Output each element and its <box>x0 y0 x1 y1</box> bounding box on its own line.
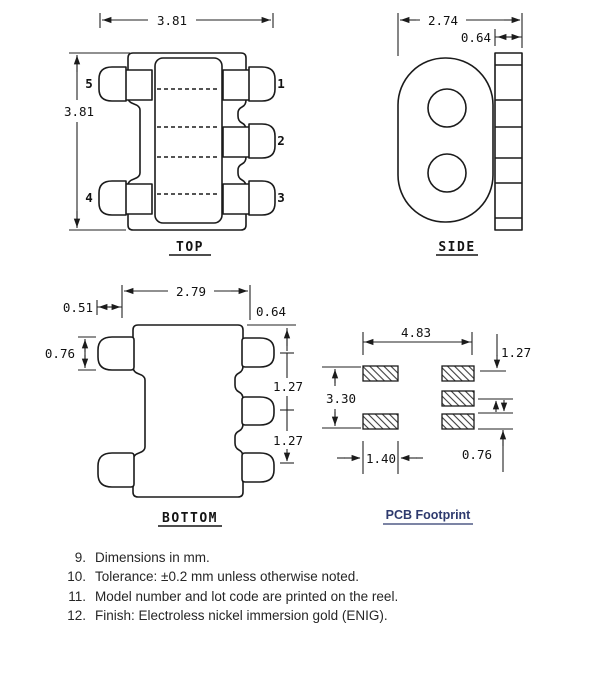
top-height-dimension <box>69 52 130 231</box>
note-item: 9. Dimensions in mm. <box>64 548 544 567</box>
note-item: 10. Tolerance: ±0.2 mm unless otherwise … <box>64 567 544 586</box>
footprint-pad-height-dim-text: 0.76 <box>462 447 492 462</box>
bottom-body-outline <box>132 324 244 498</box>
bottom-width-dimension <box>121 285 251 320</box>
footprint-pad-width-dim-text: 1.40 <box>366 451 396 466</box>
note-text: Model number and lot code are printed on… <box>95 588 399 604</box>
bottom-pad-length-dimension <box>78 336 96 371</box>
note-item: 11. Model number and lot code are printe… <box>64 587 544 606</box>
side-width-dim-text: 2.74 <box>428 13 458 28</box>
footprint-height-dim-text: 3.30 <box>326 391 356 406</box>
top-view: 5 4 1 2 3 3.81 3.81 TOP <box>64 13 285 256</box>
pin-5-label: 5 <box>85 76 93 91</box>
note-number: 10. <box>67 569 86 585</box>
side-lead-dim-text: 0.64 <box>461 30 491 45</box>
footprint-height-dimension <box>322 366 361 429</box>
bottom-pitch-dimensions <box>247 324 296 464</box>
notes-list: 9. Dimensions in mm. 10. Tolerance: ±0.2… <box>64 548 544 625</box>
bottom-offset-dim-text: 0.51 <box>63 300 93 315</box>
footprint-pad-width-dimension <box>337 441 423 474</box>
footprint-span-dimension <box>362 332 473 355</box>
bottom-width-dim-text: 2.79 <box>176 284 206 299</box>
bottom-pads <box>97 336 275 488</box>
note-number: 9. <box>74 550 86 565</box>
note-text: Dimensions in mm. <box>95 550 210 565</box>
pin-4-label: 4 <box>85 190 93 205</box>
side-hole-bottom <box>427 153 467 193</box>
bottom-view: 2.79 0.51 0.76 0. <box>45 284 303 527</box>
note-number: 11. <box>68 588 86 604</box>
side-view-label: SIDE <box>438 240 475 255</box>
top-die-dashed-lines <box>157 88 220 195</box>
top-die <box>154 57 223 224</box>
top-pins <box>98 66 276 216</box>
package-drawing: 5 4 1 2 3 3.81 3.81 TOP <box>45 13 531 527</box>
top-width-dimension <box>99 13 274 28</box>
bottom-pitch1-dim-text: 1.27 <box>273 379 303 394</box>
footprint-pads <box>362 365 475 430</box>
footprint-pitch-dim-text: 1.27 <box>501 345 531 360</box>
bottom-pad-length-dim-text: 0.76 <box>45 346 75 361</box>
footprint-pad-height-dimension <box>478 398 513 472</box>
bottom-offset-dimension <box>96 300 122 315</box>
top-width-dim-text: 3.81 <box>157 13 187 28</box>
side-lead-dimension <box>494 29 522 46</box>
side-lead-divisions <box>495 64 522 219</box>
pin-2-label: 2 <box>277 133 285 148</box>
side-body-oval <box>397 57 494 223</box>
note-number: 12. <box>67 607 86 623</box>
footprint-pitch-dimension <box>480 334 506 372</box>
top-view-label: TOP <box>176 240 204 255</box>
top-height-dim-text: 3.81 <box>64 104 94 119</box>
bottom-edge-dim-text: 0.64 <box>256 304 286 319</box>
note-text: Finish: Electroless nickel immersion gol… <box>95 607 388 623</box>
side-lead-strip <box>494 52 523 231</box>
bottom-pitch2-dim-text: 1.27 <box>273 433 303 448</box>
pin-1-label: 1 <box>277 76 285 91</box>
bottom-view-label: BOTTOM <box>162 511 218 526</box>
pin-3-label: 3 <box>277 190 285 205</box>
note-item: 12. Finish: Electroless nickel immersion… <box>64 606 544 625</box>
side-view: 2.74 0.64 SIDE <box>397 13 523 256</box>
footprint-span-dim-text: 4.83 <box>401 325 431 340</box>
side-width-dimension <box>397 13 523 56</box>
pcb-footprint-label: PCB Footprint <box>386 508 472 522</box>
pcb-footprint: 4.83 1.27 3.30 1.40 <box>322 325 531 525</box>
note-text: Tolerance: ±0.2 mm unless otherwise note… <box>95 569 360 585</box>
side-hole-top <box>427 88 467 128</box>
